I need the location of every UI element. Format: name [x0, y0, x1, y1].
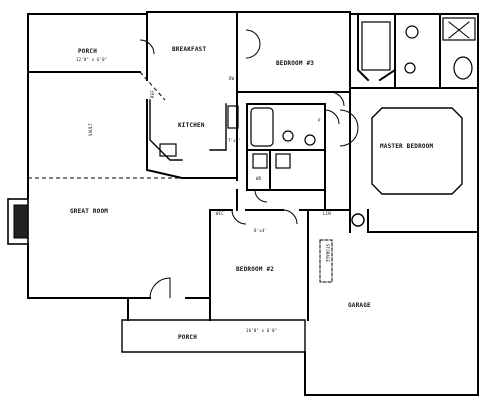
label-porch-bottom: PORCH [178, 334, 198, 341]
water-heater [351, 213, 365, 227]
tub-hall [250, 107, 274, 147]
label-ref: REF [150, 90, 155, 98]
wall-porch-bottom [121, 319, 306, 353]
door-bedroom2 [231, 209, 247, 225]
wall-porch-top [27, 13, 141, 73]
wall-kitchen [146, 17, 238, 181]
sink-kitchen [159, 143, 177, 157]
label-closet-c: P [318, 118, 321, 123]
garage-storage [319, 239, 333, 283]
wall-outer-top [27, 11, 479, 211]
label-dw: DW [229, 76, 235, 81]
sink-hall [304, 134, 316, 146]
toilet-master [405, 25, 419, 39]
label-vault: VAULT [88, 122, 93, 136]
wall-garage [304, 209, 479, 396]
label-breakfast: BREAKFAST [172, 46, 207, 53]
label-garage: GARAGE [348, 302, 371, 309]
master-tub [361, 21, 391, 71]
wall-bedroom3 [236, 13, 351, 93]
label-porch-top: PORCH [78, 48, 98, 55]
label-porch-bottom-size: 16'0" x 6'0" [246, 328, 278, 333]
label-size-a: 8'x4' [254, 228, 268, 233]
door-laundry [254, 189, 268, 203]
label-bedroom3: BEDROOM #3 [276, 60, 315, 67]
label-bedroom2: BEDROOM #2 [236, 266, 275, 273]
label-size-b: 7'x4' [228, 138, 242, 143]
washer [252, 153, 268, 169]
fireplace-hearth [13, 204, 29, 239]
door-entry [149, 277, 171, 299]
label-closet-b: LIN [323, 211, 331, 216]
label-great-room: GREAT ROOM [70, 208, 109, 215]
wall-hall [236, 149, 326, 211]
wall-hall-bath [246, 103, 326, 191]
sink-master-2 [404, 62, 416, 74]
wall-master-bath [357, 13, 441, 89]
dryer [275, 153, 291, 169]
door-bedroom3 [245, 29, 261, 59]
label-porch-top-size: 12'0" x 6'0" [76, 57, 108, 62]
door-garage [339, 109, 359, 147]
shower-cross [448, 21, 470, 39]
master-bed-outline [371, 107, 463, 195]
door-porch-top [139, 39, 155, 55]
door-master [329, 91, 345, 107]
master-shower [442, 17, 476, 41]
label-master-bedroom: MASTER BEDROOM [380, 143, 434, 150]
toilet-hall [282, 130, 294, 142]
wall-master [349, 13, 479, 211]
kitchen-counter [149, 99, 227, 161]
vault-line-2 [139, 71, 166, 101]
label-closet-a: WIC [216, 211, 224, 216]
wall-bedroom2 [209, 209, 309, 321]
range [227, 105, 239, 129]
wall-great-room-left [27, 71, 129, 321]
label-kitchen: KITCHEN [178, 122, 205, 129]
label-wd: WD [256, 176, 262, 181]
door-bath [324, 109, 340, 125]
master-sink [453, 56, 473, 80]
door-hall [282, 209, 298, 225]
label-garage-storage: STORAGE [325, 244, 330, 263]
